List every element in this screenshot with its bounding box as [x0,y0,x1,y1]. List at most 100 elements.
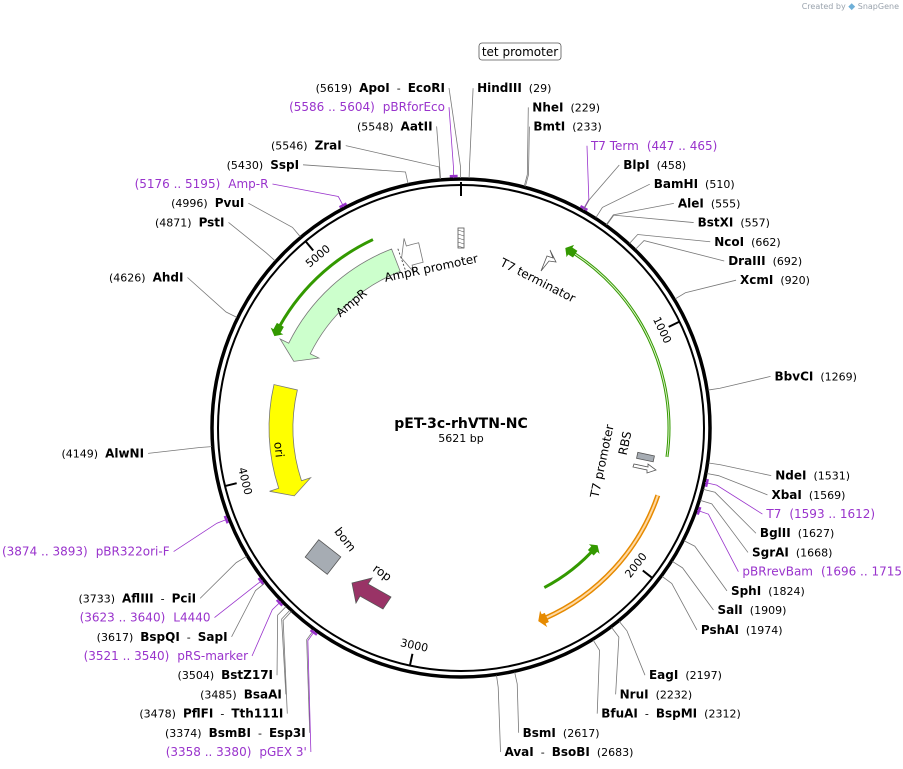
site-label-text: (3504)BstZ17I [178,668,273,682]
leader-line [708,376,771,391]
site-label-text: AvaI-BsoBI(2683) [505,745,634,759]
enzyme-sali: SalI(1909) [717,603,786,617]
enzyme-position: (1569) [809,489,846,502]
site-label-text: (3478)PflFI-Tth111I [139,707,283,721]
t7-promoter-label: T7 promoter [587,423,616,500]
enzyme-position: (920) [780,274,810,287]
rbs-mark [636,451,655,463]
enzyme-position: (5430) [227,159,264,172]
label-leaders [148,87,772,753]
enzyme-name: PciI [172,591,197,605]
site-label-text: PshAI(1974) [701,623,783,637]
enzyme-position: (5546) [271,140,308,153]
enzyme-position: (2617) [563,727,600,740]
enzyme-bspqi-sapi: (3617)BspQI-SapI [97,630,228,644]
primer-name: Amp-R [228,177,268,191]
enzyme-position: (2232) [656,688,693,701]
enzyme-nhei: NheI(229) [532,100,600,114]
site-label-text: NcoI(662) [714,235,780,249]
enzyme-name: NcoI [714,235,744,249]
leader-line [595,183,650,218]
primer-name: pBR322ori-F [96,545,170,559]
site-label-text: EagI(2197) [649,668,722,682]
enzyme-zrai: (5546)ZraI [271,139,342,153]
primer-bind-mark [338,202,348,209]
enzyme-afliii-pcii: (3733)AflIII-PciI [78,591,196,605]
primer-name: pRS-marker [177,649,248,663]
leader-line [524,126,530,187]
primer-t7: T7(1593 .. 1612) [765,507,875,521]
site-label-text: XcmI (920) [740,273,810,287]
leader-line [582,145,590,210]
enzyme-position: (1974) [746,624,783,637]
enzyme-bmti: BmtI(233) [533,120,601,134]
primer-range: (3874 .. 3893) [2,545,88,559]
leader-line [708,462,772,477]
enzyme-name: SspI [270,158,299,172]
primer-range: (3358 .. 3380) [166,745,252,759]
enzyme-bfuai-bspmi: BfuAI-BspMI(2312) [601,707,741,721]
enzyme-bbvci: BbvCI(1269) [775,369,857,383]
watermark-prefix: Created by [801,2,846,11]
site-label-text: SalI(1909) [717,603,786,617]
tick-mark [304,240,314,252]
enzyme-draiii: DraIII(692) [728,254,802,268]
primer-range: (1593 .. 1612) [789,507,875,521]
leader-line [173,518,229,552]
enzyme-name: XcmI [740,273,773,287]
enzyme-name: SphI [731,584,761,598]
rbs-label: RBS [616,430,635,456]
leader-line [276,606,287,676]
feature-layer [268,227,671,628]
enzyme-separator: - [258,727,262,740]
site-label-text: BlpI(458) [623,158,686,172]
tick-label: 3000 [399,636,429,655]
primer-range: (5586 .. 5604) [289,100,375,114]
enzyme-position: (3478) [139,708,176,721]
enzyme-position: (4996) [171,197,208,210]
leader-line [307,630,316,753]
enzyme-position: (1909) [750,604,787,617]
ori-feature-arrow [268,384,312,497]
leader-line [303,164,409,184]
site-label-text: (3874 .. 3893) pBR322ori-F [2,545,170,559]
site-labels: (5619)ApoI-EcoRI(5586 .. 5604)pBRforEco(… [2,81,903,759]
orf-arrow-orange-head [538,610,549,628]
enzyme-name: BamHI [654,177,698,191]
primer-name: L4440 [173,611,210,625]
leader-line [231,582,266,637]
primer-range: (447 .. 465) [647,139,717,153]
site-label-text: (5430) SspI [227,158,299,172]
enzyme-bstxi: BstXI(557) [698,216,770,230]
leader-line [606,214,694,226]
primer-pbr322ori-f: (3874 .. 3893) pBR322ori-F [2,545,170,559]
enzyme-ndei: NdeI(1531) [775,469,850,483]
t7-terminator-mark [540,249,557,272]
enzyme-position: (557) [740,217,770,230]
leader-line [187,277,238,318]
primer-t7-term: T7 Term(447 .. 465) [590,139,717,153]
orf-arc-orange-highlight [544,494,659,620]
enzyme-separator: - [187,631,191,644]
enzyme-sphi: SphI(1824) [731,584,805,598]
leader-line [672,561,714,611]
enzyme-position: (2683) [597,746,634,759]
site-label-text: (3521 .. 3540)pRS-marker [84,649,248,663]
leader-line [436,126,442,179]
primer-pgex-3: (3358 .. 3380)pGEX 3' [166,745,307,759]
enzyme-pshai: PshAI(1974) [701,623,783,637]
enzyme-position: (4149) [61,447,98,460]
enzyme-name: AatII [401,119,433,133]
site-label-text: (5176 .. 5195)Amp-R [135,177,269,191]
primer-name: pBRrevBam [742,565,813,579]
orf-arc-t7-highlight [567,248,670,457]
enzyme-position: (1531) [813,470,850,483]
ampr-promoter-divider [396,246,406,270]
enzyme-name: BsoBI [552,745,590,759]
tick-label: 1000 [650,315,674,346]
leader-line [635,240,725,262]
tick-mark [642,569,653,579]
site-label-text: T7 Term(447 .. 465) [590,139,717,153]
site-label-text: BsmI(2617) [523,726,600,740]
